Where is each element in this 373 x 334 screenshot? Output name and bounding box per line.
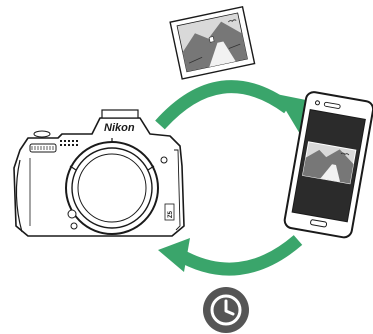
camera: Nikon Z5 [14,110,184,236]
upload-arrow [160,87,306,134]
download-arrow [158,238,298,272]
camera-brand: Nikon [104,122,135,134]
photo-print [170,7,254,79]
clock-icon [203,287,249,333]
camera-model: Z5 [168,210,174,218]
